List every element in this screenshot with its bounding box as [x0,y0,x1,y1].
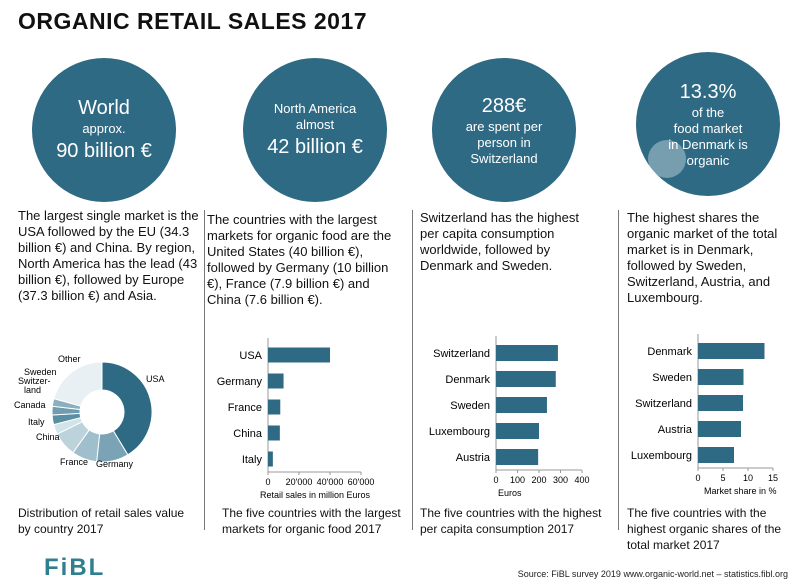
bar [268,425,280,441]
fibl-logo: FiBL [44,554,106,581]
x-tick-label: 0 [493,475,498,485]
donut-label: China [36,432,60,442]
x-tick-label: 40'000 [317,477,344,487]
source-note: Source: FiBL survey 2019 www.organic-wor… [517,569,788,579]
caption-market-share: The five countries with the highest orga… [627,506,782,552]
bar [268,373,284,389]
bar [496,449,539,465]
column-divider [204,210,205,530]
category-label: Italy [242,454,263,466]
x-tick-label: 400 [574,475,589,485]
bar [496,371,556,387]
circle-text: almost [295,116,335,132]
circle-text: food market [673,120,743,136]
x-tick-label: 60'000 [348,477,375,487]
page-title: ORGANIC RETAIL SALES 2017 [18,8,368,34]
donut-label: Canada [14,400,46,410]
stat-circle-north-america: North America almost 42 billion € [243,58,387,202]
bar-chart-market-share: DenmarkSwedenSwitzerlandAustriaLuxembour… [631,334,778,496]
donut-label: Switzer- [18,376,51,386]
description-north-america: The countries with the largest markets f… [207,212,392,307]
bar [496,397,547,413]
circle-heading: North America [273,100,357,116]
bar [698,421,741,437]
donut-label: Other [58,354,81,364]
donut-chart: USA Germany France China Italy Canada Switzer-… [14,354,165,469]
category-label: Germany [217,376,263,388]
circle-heading: World [78,97,130,119]
category-label: Luxembourg [429,426,490,438]
donut-slice [53,361,103,407]
category-label: Austria [658,424,693,436]
donut-label: Germany [96,459,134,469]
caption-largest-markets: The five countries with the largest mark… [222,506,401,536]
circle-text: person in [477,134,531,150]
category-label: Austria [456,452,491,464]
bar [698,343,765,359]
donut-label: land [24,385,41,395]
category-label: Denmark [647,346,692,358]
description-world: The largest single market is the USA fol… [18,208,199,303]
bar [698,369,744,385]
circle-text: approx. [82,121,126,136]
category-label: Switzerland [635,398,692,410]
donut-label: USA [146,374,165,384]
donut-label: Italy [28,417,45,427]
circle-text: organic [686,152,730,168]
category-label: China [233,428,263,440]
bar [698,447,734,463]
x-axis-label: Retail sales in million Euros [260,490,371,498]
donut-slice [101,361,153,456]
bar [698,395,743,411]
category-label: USA [239,350,262,362]
category-label: France [228,402,262,414]
bar [496,423,539,439]
bar [496,345,558,361]
circle-value: 90 billion € [56,140,152,162]
description-switzerland: Switzerland has the highest per capita c… [420,210,579,273]
circle-value: 42 billion € [267,135,363,158]
x-tick-label: 5 [720,473,725,483]
column-divider [618,210,619,530]
x-tick-label: 20'000 [286,477,313,487]
stat-circle-denmark: 13.3% of the food market in Denmark is o… [636,52,780,196]
bar [268,399,281,415]
circle-text: of the [691,104,725,120]
column-divider [412,210,413,530]
bar-chart-per-capita: SwitzerlandDenmarkSwedenLuxembourgAustri… [429,336,590,496]
caption-donut: Distribution of retail sales value by co… [18,506,185,536]
circle-heading: 288€ [481,94,527,117]
x-tick-label: 10 [743,473,753,483]
category-label: Sweden [450,400,490,412]
category-label: Sweden [652,372,692,384]
donut-label: France [60,457,88,467]
donut-label: Sweden [24,367,57,377]
stat-circle-switzerland: 288€ are spent per person in Switzerland [432,58,576,202]
x-tick-label: 100 [510,475,525,485]
category-label: Denmark [445,374,490,386]
x-tick-label: 15 [768,473,778,483]
description-denmark: The highest shares the organic market of… [627,210,778,305]
bar [268,347,331,363]
circle-text: are spent per [465,118,543,134]
x-tick-label: 0 [265,477,270,487]
x-axis-label: Euros [498,488,522,496]
category-label: Luxembourg [631,450,692,462]
x-axis-label: Market share in % [704,486,777,496]
circle-text: in Denmark is [668,136,748,152]
bar [268,451,273,467]
circle-heading: 13.3% [679,80,737,103]
category-label: Switzerland [433,348,490,360]
x-tick-label: 200 [531,475,546,485]
decorative-bubble [648,140,686,178]
x-tick-label: 0 [695,473,700,483]
caption-per-capita: The five countries with the highest per … [420,506,602,536]
circle-text: Switzerland [470,150,538,166]
stat-circle-world: World approx. 90 billion € [32,58,176,202]
x-tick-label: 300 [553,475,568,485]
